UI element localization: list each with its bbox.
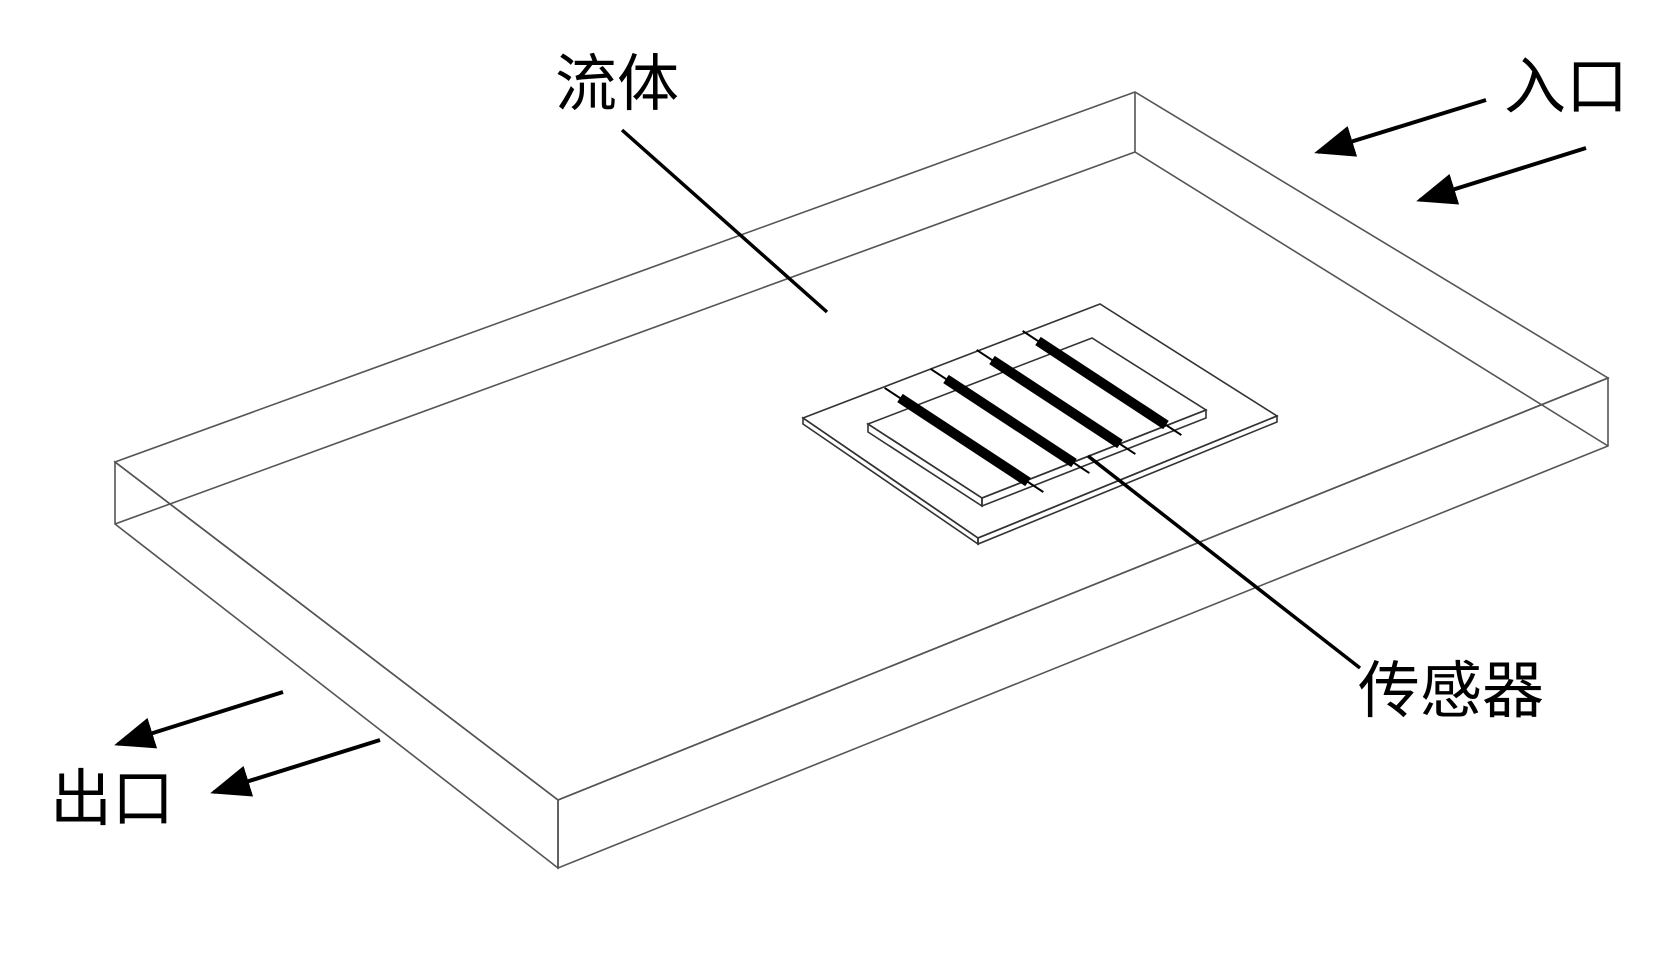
sensor-leader-line bbox=[1086, 454, 1362, 670]
outlet-arrow-lower bbox=[210, 738, 381, 797]
sensor-membrane-thickness-right bbox=[981, 408, 1207, 508]
electrode-strip-3 bbox=[989, 355, 1123, 449]
inlet-label: 入口 bbox=[1504, 50, 1628, 123]
box-left-face bbox=[114, 460, 559, 870]
fluid-label: 流体 bbox=[555, 47, 679, 120]
fluid-leader-line bbox=[620, 128, 829, 314]
outlet-arrow-upper bbox=[114, 690, 284, 749]
sensor-assembly bbox=[801, 303, 1279, 546]
sensor-electrodes bbox=[884, 330, 1182, 493]
outlet-label: 出口 bbox=[50, 762, 174, 835]
sensor-label: 传感器 bbox=[1358, 654, 1544, 727]
electrode-strip-1 bbox=[897, 393, 1031, 487]
fluid-channel-box bbox=[113, 91, 1610, 870]
electrode-strip-4 bbox=[1035, 336, 1169, 430]
inlet-arrow-upper bbox=[1314, 98, 1487, 157]
sensor-substrate-thickness-right bbox=[977, 414, 1278, 546]
inlet-arrow-lower bbox=[1416, 146, 1587, 205]
box-right-face bbox=[557, 376, 1609, 870]
electrode-strip-2 bbox=[943, 374, 1077, 468]
